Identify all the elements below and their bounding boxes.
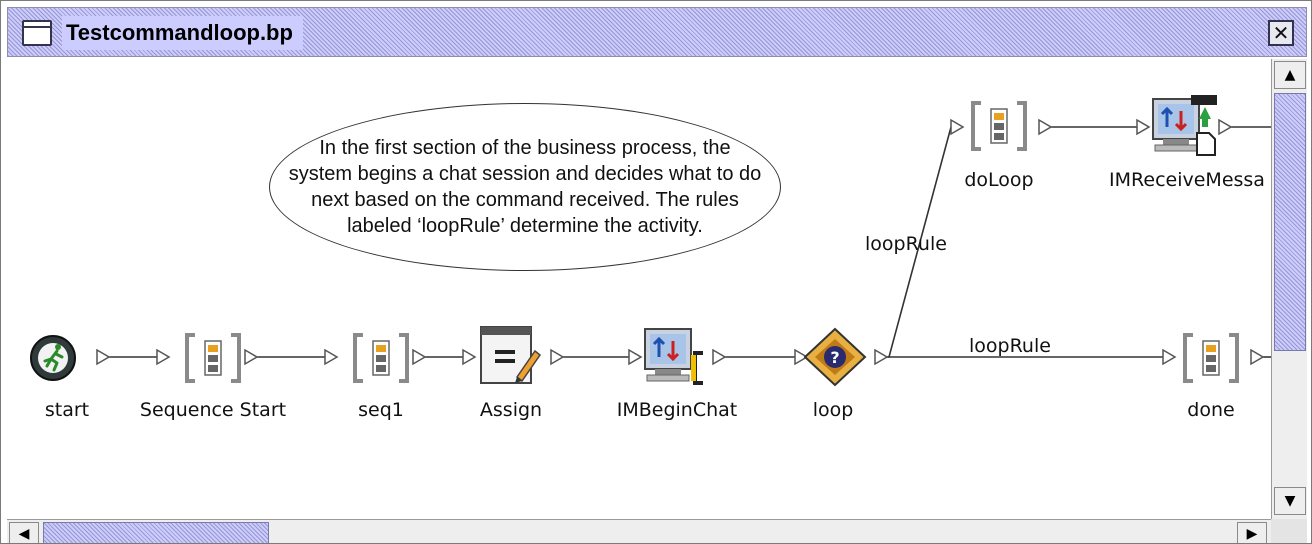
arrow-up-icon: ▲ <box>1284 67 1296 83</box>
computer-chat-icon[interactable] <box>641 325 711 387</box>
arrow-left-icon: ◀ <box>18 526 30 542</box>
sequence-bracket-icon[interactable] <box>969 99 1029 153</box>
node-label-sequence-start: Sequence Start <box>139 399 287 421</box>
vertical-scrollbar[interactable]: ▲ ▼ <box>1271 59 1307 519</box>
scroll-right-button[interactable]: ▶ <box>1237 522 1267 543</box>
connector-lines <box>96 118 1271 366</box>
close-button[interactable]: ✕ <box>1268 20 1294 46</box>
node-label-assign: Assign <box>479 399 543 421</box>
sequence-bracket-icon[interactable] <box>351 331 411 385</box>
node-label-done: done <box>1187 399 1235 421</box>
scroll-down-button[interactable]: ▼ <box>1274 487 1306 515</box>
window-icon <box>22 20 52 46</box>
port-arrows <box>96 118 1265 366</box>
scroll-left-button[interactable]: ◀ <box>9 522 39 543</box>
sequence-bracket-icon[interactable] <box>1181 331 1241 385</box>
vertical-scroll-thumb[interactable] <box>1274 93 1306 351</box>
horizontal-scrollbar[interactable]: ◀ ▶ <box>7 519 1271 543</box>
assign-notepad-icon[interactable] <box>477 325 543 387</box>
callout-text: In the first section of the business pro… <box>288 137 762 237</box>
window-title: Testcommandloop.bp <box>66 20 293 45</box>
sequence-bracket-icon[interactable] <box>183 331 243 385</box>
node-label-start: start <box>44 399 90 421</box>
node-label-doloop: doLoop <box>964 169 1034 191</box>
arrow-down-icon: ▼ <box>1284 493 1296 509</box>
rule-label-upper[interactable]: loopRule <box>865 233 947 255</box>
title-bar[interactable]: Testcommandloop.bp ✕ <box>7 7 1307 57</box>
decision-question-icon[interactable]: ? <box>803 327 867 387</box>
rule-label-lower[interactable]: loopRule <box>969 335 1051 357</box>
annotation-callout: In the first section of the business pro… <box>269 103 781 271</box>
node-label-imreceivemessage: IMReceiveMessa <box>1109 169 1265 191</box>
start-runner-icon[interactable] <box>27 333 93 383</box>
node-label-imbeginchat: IMBeginChat <box>616 399 738 421</box>
node-label-loop: loop <box>812 399 854 421</box>
process-canvas[interactable]: start Sequence Start seq1 <box>7 59 1271 519</box>
computer-receive-icon[interactable] <box>1149 93 1219 157</box>
title-wrap: Testcommandloop.bp <box>62 16 303 50</box>
arrow-right-icon: ▶ <box>1246 526 1258 542</box>
scrollbar-corner <box>1271 519 1307 543</box>
svg-text:?: ? <box>830 348 839 367</box>
scroll-up-button[interactable]: ▲ <box>1274 61 1306 89</box>
node-label-seq1: seq1 <box>358 399 404 421</box>
close-box-icon: ✕ <box>1272 21 1290 45</box>
horizontal-scroll-thumb[interactable] <box>43 522 269 543</box>
